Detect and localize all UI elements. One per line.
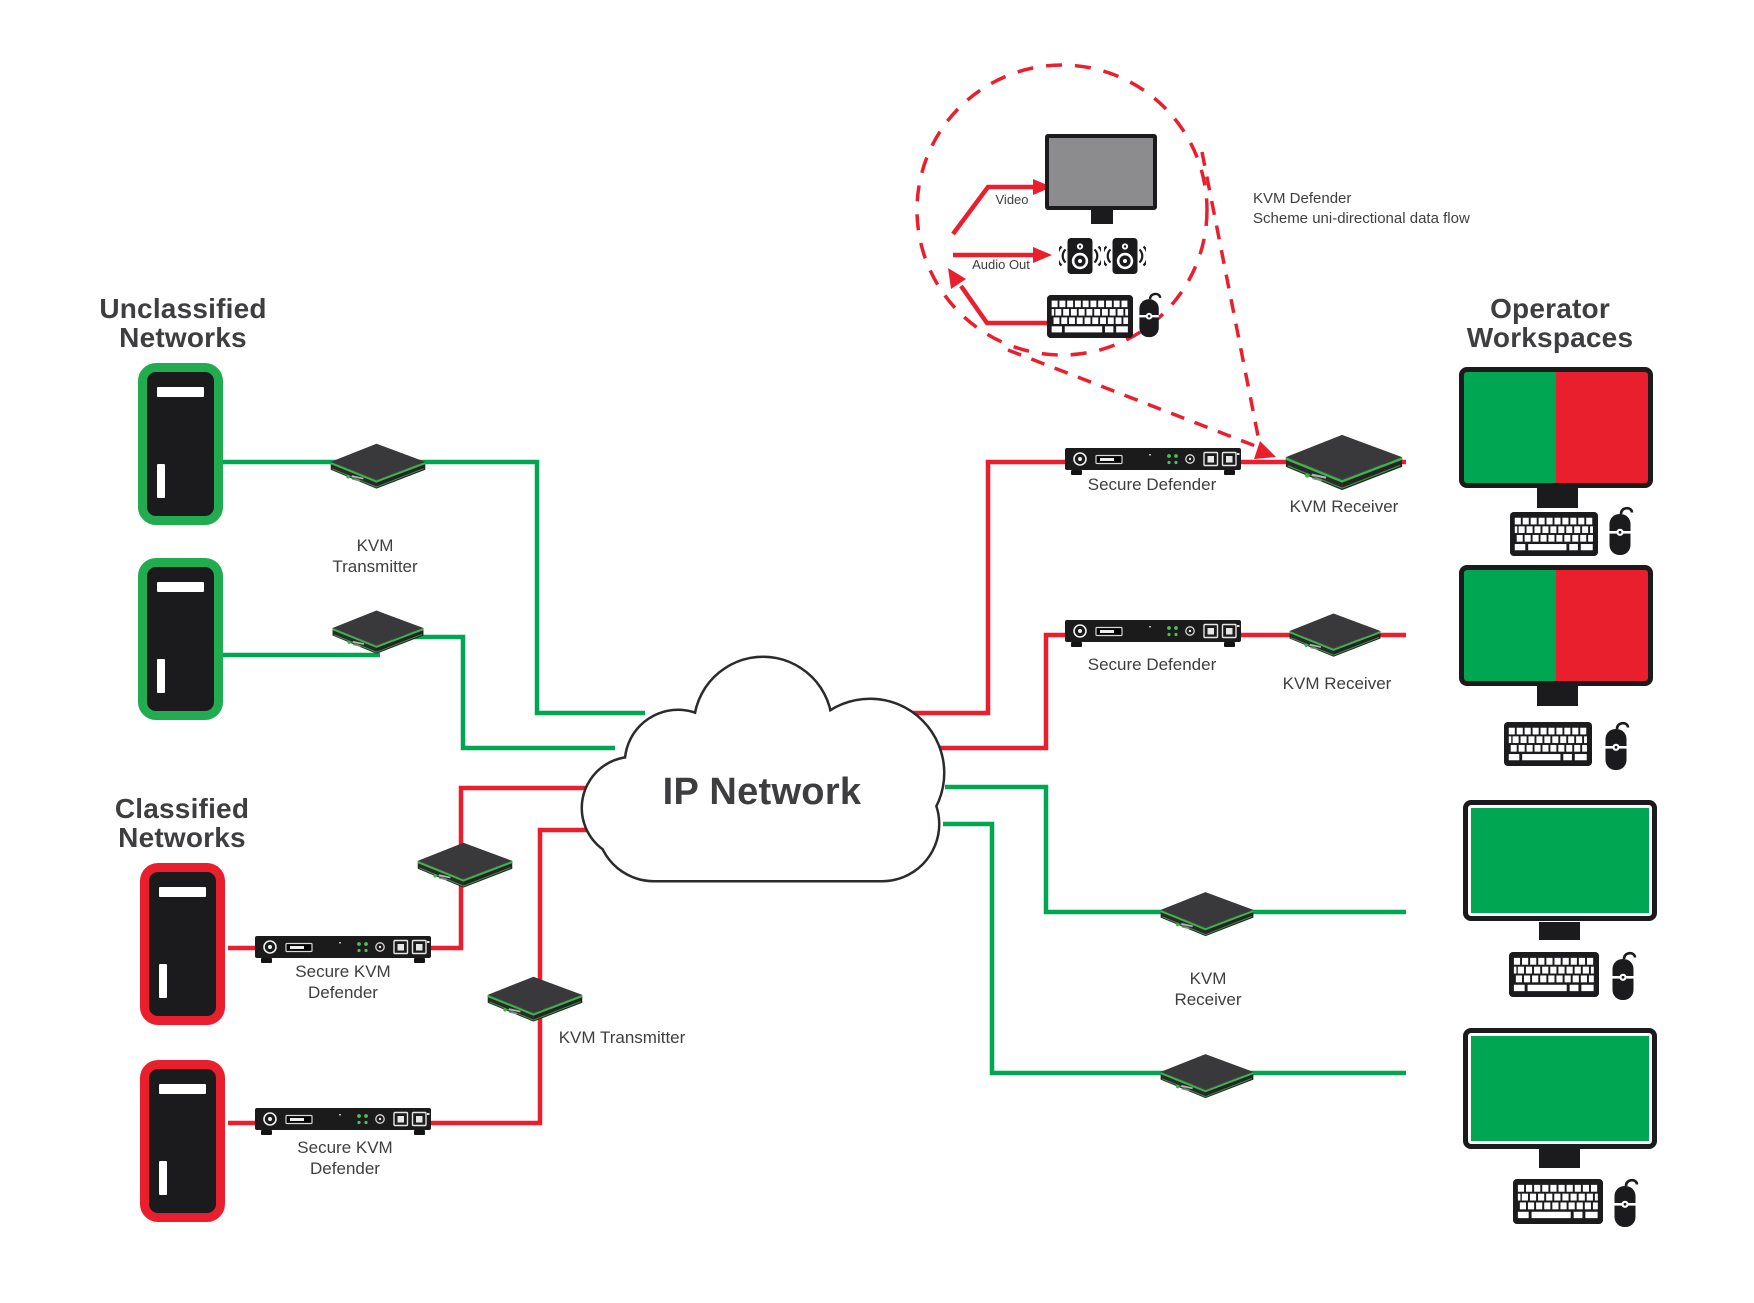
kvm-transmitter-single-label: KVM Transmitter (558, 1028, 686, 1047)
unclassified-computer-2 (138, 558, 223, 720)
operator-monitor-3 (1463, 800, 1657, 921)
monitor-stand (1539, 922, 1580, 940)
classified-computer-2 (140, 1060, 225, 1222)
power-slot (157, 464, 165, 498)
secure-defender-label-1: Secure Defender (1087, 475, 1217, 494)
kvm-receiver-label-3: KVM Receiver (1174, 969, 1242, 1009)
power-slot (159, 964, 167, 998)
callout-arrowhead (1254, 441, 1276, 459)
video-flow-label: Video (995, 192, 1029, 207)
monitor-stand (1539, 1148, 1580, 1168)
video-arrow (951, 184, 1050, 326)
speaker-icon (1059, 236, 1101, 276)
kvm-transmitter-device-3 (413, 832, 517, 896)
mouse-icon (1608, 505, 1634, 557)
kvm-transmitter-device-1 (326, 434, 430, 496)
monitor-stand (1537, 686, 1578, 706)
drive-slot (157, 582, 204, 592)
operator-monitor-4 (1463, 1028, 1657, 1149)
operator-monitor-2 (1459, 565, 1653, 686)
keyboard-icon (1508, 512, 1600, 556)
kvm-receiver-label-2: KVM Receiver (1282, 674, 1392, 693)
kvm-transmitter-device-2 (328, 600, 428, 662)
bubble-title: KVM Defender Scheme uni-directional data… (1253, 190, 1470, 227)
classified-networks-title: Classified Networks (114, 793, 250, 853)
power-slot (157, 659, 165, 693)
drive-slot (157, 387, 204, 397)
secure-kvm-defender-device-2 (255, 1108, 431, 1138)
keyboard-icon (1512, 1179, 1604, 1224)
ip-network-label: IP Network (662, 771, 862, 813)
speaker-icon (1104, 236, 1146, 276)
bubble-keyboard-icon (1047, 295, 1133, 338)
operator-monitor-1 (1459, 367, 1653, 488)
secure-defender-device-2 (1065, 620, 1241, 650)
keyboard-icon (1508, 952, 1600, 997)
unclassified-networks-title: Unclassified Networks (99, 293, 267, 353)
audio-flow-label: Audio Out (972, 257, 1030, 272)
monitor-stand (1537, 488, 1578, 508)
mouse-icon (1611, 950, 1637, 1002)
kvm-receiver-device-1 (1280, 430, 1408, 492)
ip-network-cloud (580, 655, 946, 883)
power-slot (159, 1161, 167, 1195)
drive-slot (159, 1084, 206, 1094)
kvm-receiver-device-3 (1156, 883, 1258, 943)
secure-kvm-defender-label-2: Secure KVM Defender (297, 1138, 393, 1178)
classified-computer-1 (140, 863, 225, 1025)
drive-slot (159, 887, 206, 897)
bubble-mouse-icon (1138, 290, 1162, 340)
mouse-icon (1613, 1177, 1639, 1229)
kvm-transmitter-device-4 (483, 968, 587, 1028)
kvm-transmitter-label: KVM Transmitter (332, 536, 418, 576)
bubble-monitor-stand (1091, 210, 1113, 224)
secure-defender-label-2: Secure Defender (1087, 655, 1217, 674)
keyboard-icon (1502, 722, 1594, 766)
unclassified-computer-1 (138, 363, 223, 525)
kvm-receiver-label-1: KVM Receiver (1289, 497, 1399, 516)
kvm-receiver-device-2 (1285, 603, 1385, 665)
secure-kvm-defender-label-1: Secure KVM Defender (295, 962, 391, 1002)
mouse-icon (1604, 720, 1630, 772)
operator-workspaces-title: Operator Workspaces (1466, 293, 1634, 353)
kvm-receiver-device-4 (1156, 1045, 1258, 1105)
bubble-monitor-icon (1045, 134, 1157, 210)
callout-bubble-outline (915, 63, 1262, 449)
